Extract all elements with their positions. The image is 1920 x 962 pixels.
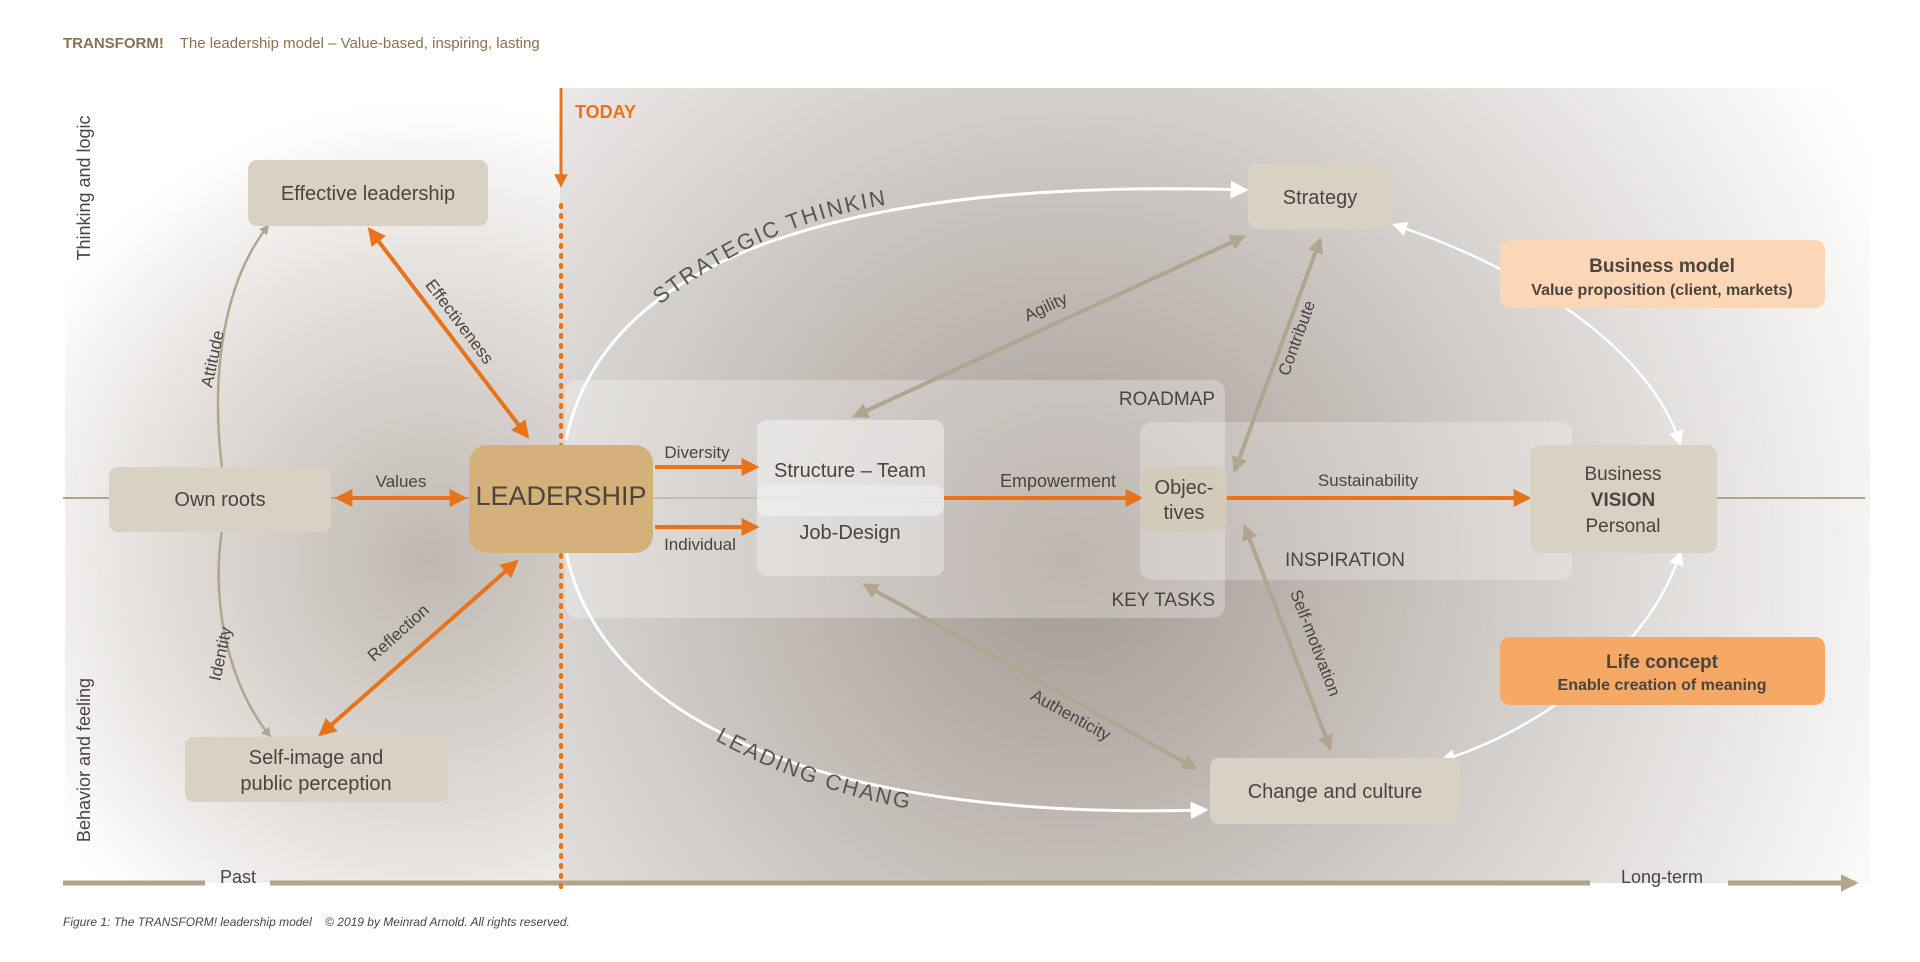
svg-text:LEADERSHIP: LEADERSHIP	[475, 481, 646, 511]
svg-text:Strategy: Strategy	[1283, 187, 1357, 209]
arc-leading-change	[564, 551, 1209, 820]
svg-text:Objec-: Objec-	[1155, 477, 1214, 499]
svg-text:tives: tives	[1163, 502, 1204, 524]
svg-text:Personal: Personal	[1586, 516, 1661, 537]
svg-text:Own roots: Own roots	[174, 489, 265, 511]
arrow-identity	[217, 529, 272, 738]
arrow-attitude	[216, 224, 270, 469]
svg-text:VISION: VISION	[1591, 490, 1655, 511]
svg-text:Change and culture: Change and culture	[1248, 781, 1423, 803]
job-design-label: Job-Design	[799, 522, 900, 544]
arrow-contribute	[1231, 236, 1324, 474]
today-label: TODAY	[575, 102, 636, 122]
roadmap-panel	[565, 380, 1225, 618]
structure-team-label: Structure – Team	[774, 460, 926, 482]
leadership-node: LEADERSHIP	[469, 445, 653, 553]
arrow-reflection	[318, 559, 519, 737]
job-design-box	[757, 485, 944, 576]
effective-leadership-node: Effective leadership	[248, 160, 488, 226]
figure-caption: Figure 1: The TRANSFORM! leadership mode…	[63, 915, 570, 929]
arrow-agility	[852, 235, 1246, 418]
vision-node: Business VISION Personal	[1530, 445, 1717, 553]
svg-text:Self-image and: Self-image and	[249, 747, 384, 769]
axis-behavior-feeling: Behavior and feeling	[74, 678, 94, 842]
change-culture-node: Change and culture	[1210, 758, 1461, 824]
axis-long-term-label: Long-term	[1621, 867, 1703, 887]
svg-text:Enable creation of meaning: Enable creation of meaning	[1558, 677, 1767, 694]
arrow-effectiveness	[367, 227, 530, 439]
svg-text:Business model: Business model	[1589, 256, 1735, 277]
self-image-node: Self-image and public perception	[185, 737, 448, 802]
svg-text:Life concept: Life concept	[1606, 652, 1719, 673]
business-model-box: Business model Value proposition (client…	[1500, 240, 1825, 308]
svg-text:Value proposition (client, mar: Value proposition (client, markets)	[1531, 282, 1792, 299]
arrow-authenticity	[862, 583, 1198, 770]
structure-team-box	[757, 420, 944, 516]
values-label: Values	[376, 472, 427, 491]
axis-past-label: Past	[220, 867, 256, 887]
inspiration-label: INSPIRATION	[1285, 550, 1405, 571]
arc-strategy-vision	[1392, 221, 1684, 446]
key-tasks-label: KEY TASKS	[1112, 590, 1216, 611]
arrow-self-motivation	[1242, 524, 1333, 751]
strategy-node: Strategy	[1248, 163, 1393, 229]
objectives-node: Objec- tives	[1141, 466, 1227, 532]
arc-strategic-thinking	[564, 180, 1249, 441]
empowerment-label: Empowerment	[1000, 471, 1116, 491]
svg-text:Effective leadership: Effective leadership	[281, 183, 455, 205]
axis-thinking-logic: Thinking and logic	[74, 115, 94, 260]
own-roots-node: Own roots	[109, 467, 331, 532]
roadmap-label: ROADMAP	[1119, 389, 1215, 410]
diversity-label: Diversity	[664, 443, 730, 462]
sustainability-label: Sustainability	[1318, 471, 1419, 490]
svg-text:public perception: public perception	[240, 773, 391, 795]
life-concept-box: Life concept Enable creation of meaning	[1500, 637, 1825, 705]
individual-label: Individual	[664, 535, 736, 554]
header-title: TRANSFORM! The leadership model – Value-…	[63, 35, 540, 52]
svg-text:Business: Business	[1584, 464, 1661, 485]
